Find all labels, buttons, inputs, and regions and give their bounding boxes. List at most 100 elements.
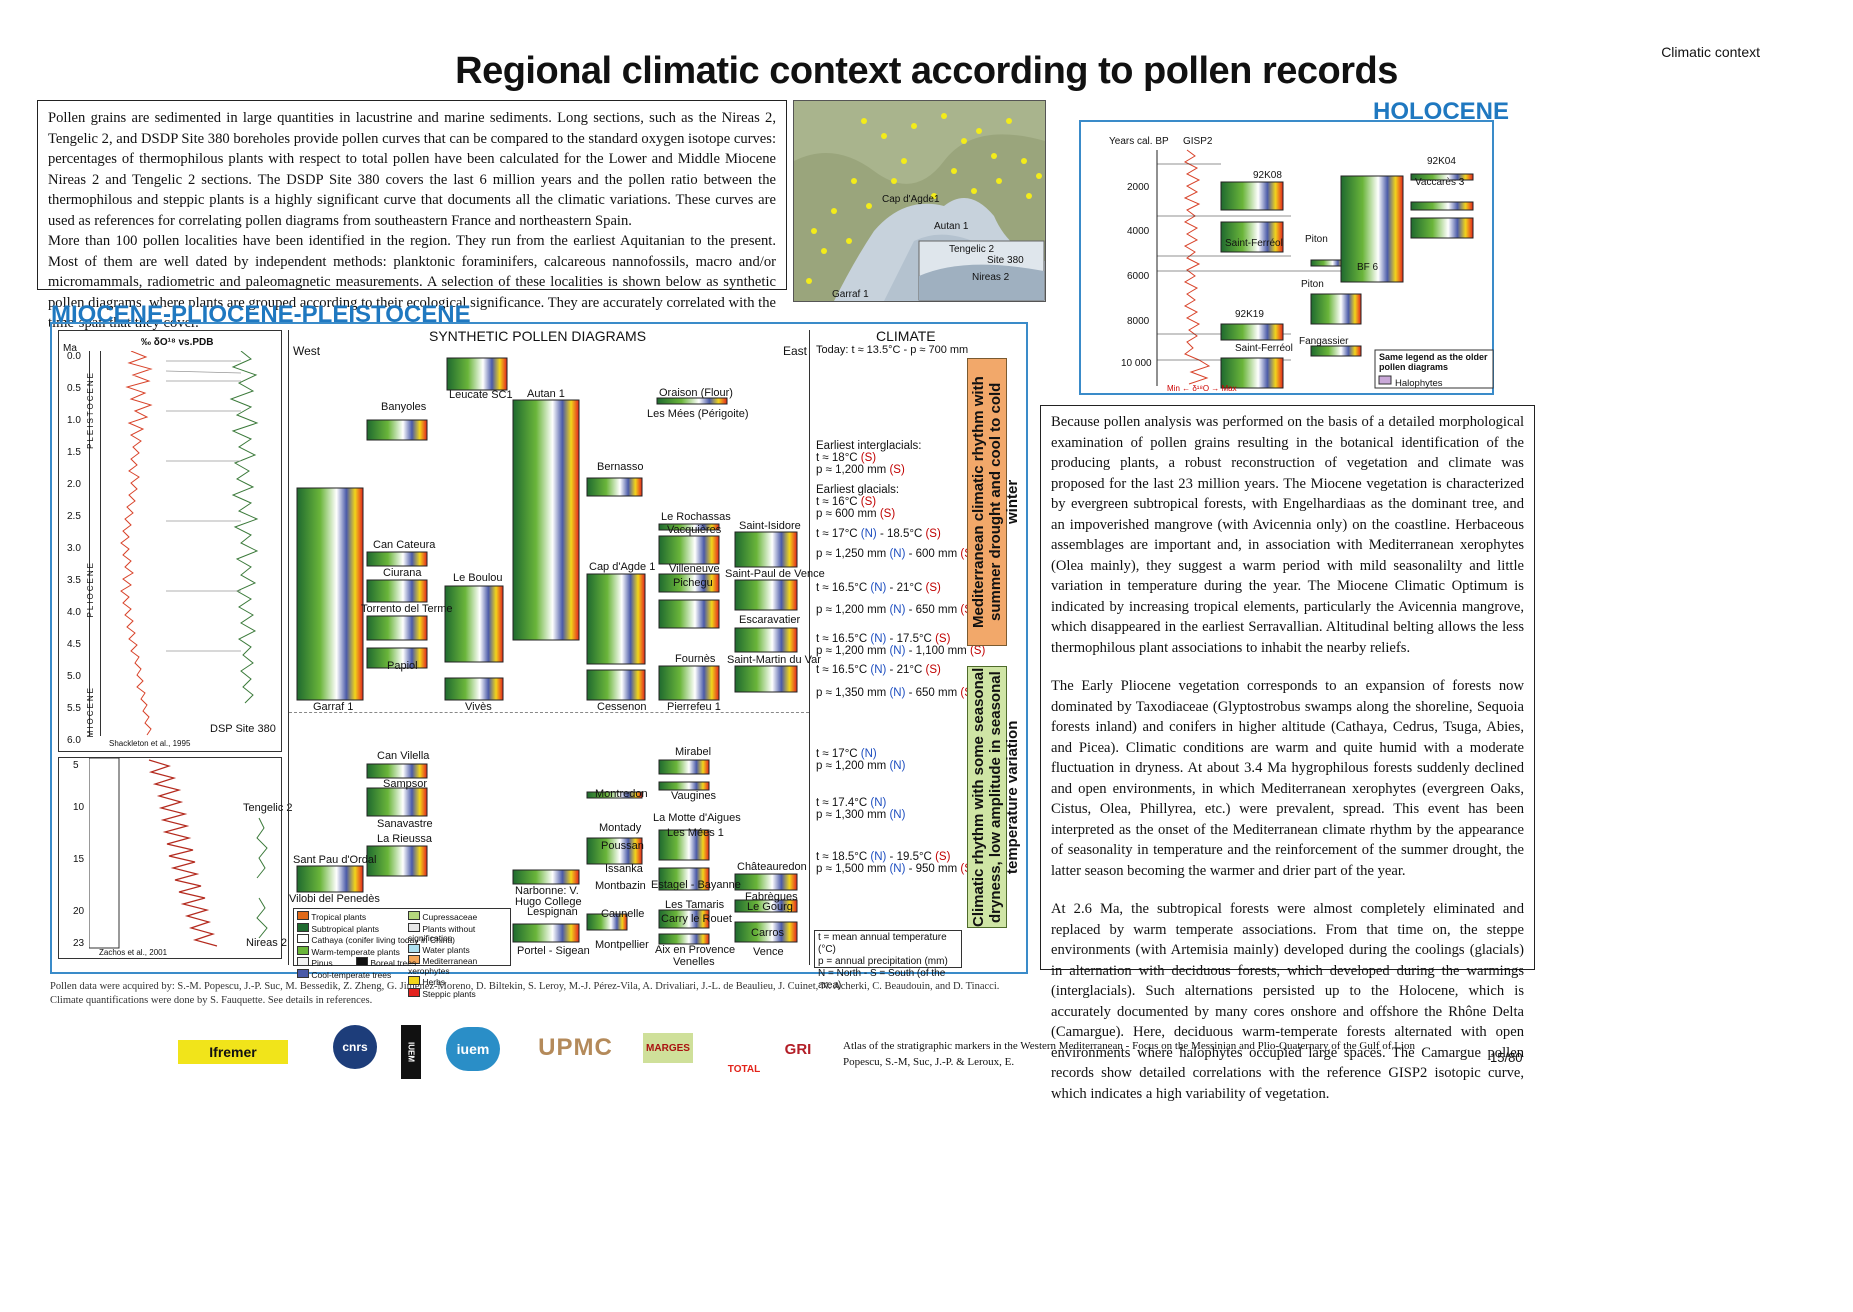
site-autan: Autan 1 <box>527 388 565 400</box>
value: t ≈ 16°C <box>816 496 858 508</box>
logo-text: TOTAL <box>727 1064 761 1075</box>
site-vilobi: Vilobi del Penedès <box>289 893 380 905</box>
legend-label: Tropical plants <box>311 912 367 922</box>
legend-label: Herbs <box>422 977 446 987</box>
v: - 21°C <box>886 582 926 594</box>
n: (N) <box>860 528 877 540</box>
legend-label: Subtropical plants <box>311 923 379 934</box>
cnrs-logo: cnrs <box>333 1025 377 1069</box>
tick: 1.5 <box>67 447 81 458</box>
tick: 3.0 <box>67 543 81 554</box>
tick: 23 <box>73 938 85 949</box>
core-piton-top: Piton <box>1305 234 1328 245</box>
core-saint-ferreol-top: Saint-Ferréol <box>1225 238 1283 249</box>
climate-row: p ≈ 1,200 mm (N) <box>816 760 905 772</box>
climate-row: p ≈ 1,250 mm (N) - 600 mm (S) <box>816 548 976 560</box>
v: - 18.5°C <box>876 528 926 540</box>
intro-text-box: Pollen grains are sedimented in large qu… <box>37 100 787 331</box>
iuem-logo: iuem <box>446 1027 500 1071</box>
n: (N) <box>889 863 906 875</box>
site-vence: Vence <box>753 946 784 958</box>
credit-shackleton: Shackleton et al., 1995 <box>109 739 191 748</box>
climate-row: p ≈ 1,200 mm (N) - 650 mm (S) <box>816 604 976 616</box>
site-le-rochassas: Le Rochassas <box>661 511 731 523</box>
site-saint-martin-du-var: Saint-Martin du Var <box>727 654 821 666</box>
site-cessenon: Cessenon <box>597 701 647 713</box>
legend-col-1: Tropical plants Subtropical plants Catha… <box>297 911 455 980</box>
band-seasonal-dryness: Climatic rhythm with some seasonal dryne… <box>967 666 1021 928</box>
tick: 5.0 <box>67 671 81 682</box>
site-fournes: Fournès <box>675 653 716 665</box>
v: - 19.5°C <box>886 851 936 863</box>
site-aix-en-provence: Aix en Provence <box>655 944 736 956</box>
site-fabregues: Fabrègues <box>745 891 798 903</box>
pollen-credits: Pollen data were acquired by: S.-M. Pope… <box>50 981 1000 1006</box>
core-92k08: 92K08 <box>1253 170 1282 181</box>
value: p ≈ 1,200 mm <box>816 464 887 476</box>
miocene-isotope-graphic <box>89 758 268 949</box>
isotope-panel-top: ‰ δO¹⁸ vs.PDB Ma 0.0 0.5 1.0 1.5 2.0 2.5… <box>58 330 282 752</box>
climate-row: t ≈ 16.5°C (N) - 21°C (S) <box>816 582 941 594</box>
tick: 5.5 <box>67 703 81 714</box>
page-number: 15/80 <box>1490 1050 1523 1065</box>
atlas-line-2: Popescu, S.-M, Suc, J.-P. & Leroux, E. <box>843 1056 1015 1068</box>
tick: 1.0 <box>67 415 81 426</box>
core-92k19: 92K19 <box>1235 309 1264 320</box>
v: - 950 mm <box>905 863 961 875</box>
pollen-locality-map: Cap d'Agde1 Autan 1 Garraf 1 Tengelic 2 … <box>793 100 1046 302</box>
key-p: p = annual precipitation (mm) <box>818 956 948 967</box>
s: (S) <box>925 664 941 676</box>
legend-label: Water plants <box>422 944 470 955</box>
glacial-p: p ≈ 600 mm (S) <box>816 508 895 520</box>
climate-row: p ≈ 1,300 mm (N) <box>816 809 905 821</box>
site-narbonne: Narbonne: V. Hugo College <box>515 885 582 908</box>
total-logo: TOTAL <box>723 1025 765 1075</box>
site-sampsor: Sampsor <box>383 778 428 790</box>
climate-row: t ≈ 17°C (N) <box>816 748 877 760</box>
holocene-legend-item: Halophytes <box>1395 378 1443 389</box>
map-label-autan: Autan 1 <box>934 221 969 232</box>
tick: 0.5 <box>67 383 81 394</box>
logo-text: GRI <box>784 1040 812 1058</box>
site-la-motte-daigues: La Motte d'Aigues <box>653 812 741 824</box>
south-mark: (S) <box>860 496 877 508</box>
site-caunelle: Caunelle <box>601 908 645 920</box>
tick-list-top: 0.0 0.5 1.0 1.5 2.0 2.5 3.0 3.5 4.0 4.5 … <box>67 351 89 746</box>
pollen-bars-graphic <box>296 357 798 945</box>
site-le-gourg: Le Gourg <box>747 901 793 913</box>
h-tick: 2000 <box>1127 182 1150 193</box>
tick: 2.0 <box>67 479 81 490</box>
v: - 650 mm <box>905 687 961 699</box>
tick: 10 <box>73 802 85 813</box>
v: - 17.5°C <box>886 633 936 645</box>
climate-row: t ≈ 16.5°C (N) - 17.5°C (S) <box>816 633 950 645</box>
climate-row: t ≈ 17.4°C (N) <box>816 797 886 809</box>
epoch-pleistocene: PLEISTOCENE <box>86 371 95 449</box>
site-banyoles: Banyoles <box>381 401 427 413</box>
v: t ≈ 17.4°C <box>816 797 871 809</box>
site-le-boulou: Le Boulou <box>453 572 503 584</box>
s: (S) <box>935 851 951 863</box>
climate-row: p ≈ 1,350 mm (N) - 650 mm (S) <box>816 687 976 699</box>
legend-item: Subtropical plants <box>297 922 455 935</box>
v: p ≈ 1,500 mm <box>816 863 890 875</box>
tick: 20 <box>73 906 85 917</box>
ifremer-logo: Ifremer <box>178 1040 288 1064</box>
site-can-cateura: Can Cateura <box>373 539 436 551</box>
v: - 21°C <box>886 664 926 676</box>
n: (N) <box>870 582 887 594</box>
v: p ≈ 1,300 mm <box>816 809 890 821</box>
south-mark: (S) <box>879 508 896 520</box>
pollen-diagram-area: SYNTHETIC POLLEN DIAGRAMS West East <box>288 328 825 998</box>
site-saint-paul-de-vence: Saint-Paul de Vence <box>725 568 825 580</box>
isotope-curve-graphic <box>120 351 259 736</box>
site-vaugines: Vaugines <box>671 790 717 802</box>
east-label: East <box>783 344 808 358</box>
iuem-column-logo: IUEM <box>401 1025 421 1079</box>
site-saint-isidore: Saint-Isidore <box>739 520 801 532</box>
key-ns: N = North - S = South (of the area) <box>818 968 946 991</box>
legend-label: Cupressaceae <box>422 912 478 922</box>
minmax-label: Min ← δ¹⁸O → Max <box>1167 384 1237 393</box>
legend-label: Cool-temperate trees <box>311 969 392 980</box>
site-poussan: Poussan <box>601 840 644 852</box>
